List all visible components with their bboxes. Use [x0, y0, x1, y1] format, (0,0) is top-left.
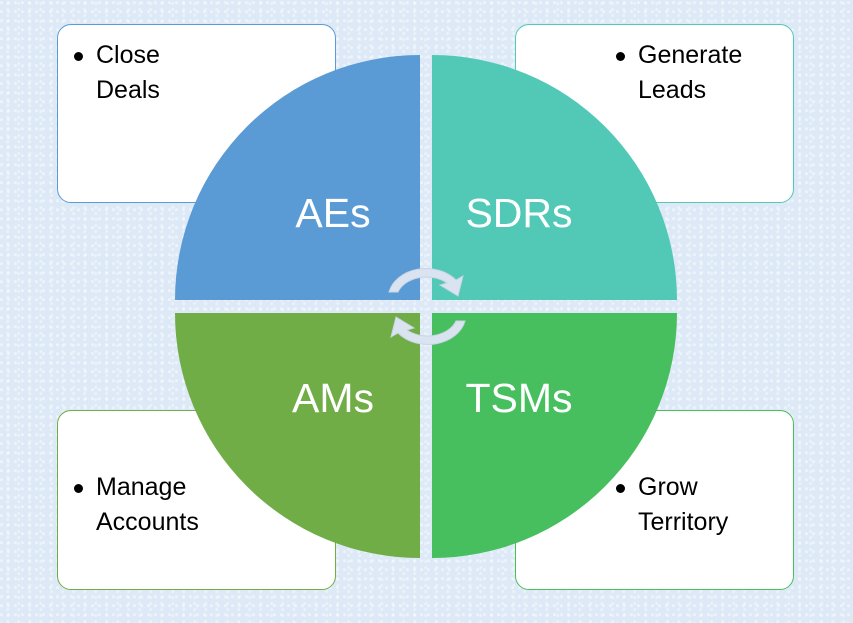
task-line: Generate: [638, 41, 743, 69]
quadrant-aes: [175, 55, 420, 300]
cycle-arrow-top-icon: [388, 268, 464, 297]
quadrant-sdrs: [432, 55, 677, 300]
quadrant-ams: [175, 313, 420, 558]
task-line: Close: [96, 41, 160, 69]
quadrant-tsms: [432, 313, 677, 558]
task-line: Manage: [96, 473, 187, 501]
task-line: Territory: [638, 508, 729, 536]
task-line: Grow: [638, 473, 698, 501]
label-ams: AMs: [292, 375, 374, 421]
label-tsms: TSMs: [465, 375, 573, 421]
task-line: Accounts: [96, 508, 199, 536]
label-sdrs: SDRs: [465, 190, 573, 236]
label-aes: AEs: [295, 190, 371, 236]
cycle-arrow-bottom-icon: [390, 316, 466, 345]
task-line: Leads: [638, 76, 707, 104]
task-line: Deals: [96, 76, 160, 104]
